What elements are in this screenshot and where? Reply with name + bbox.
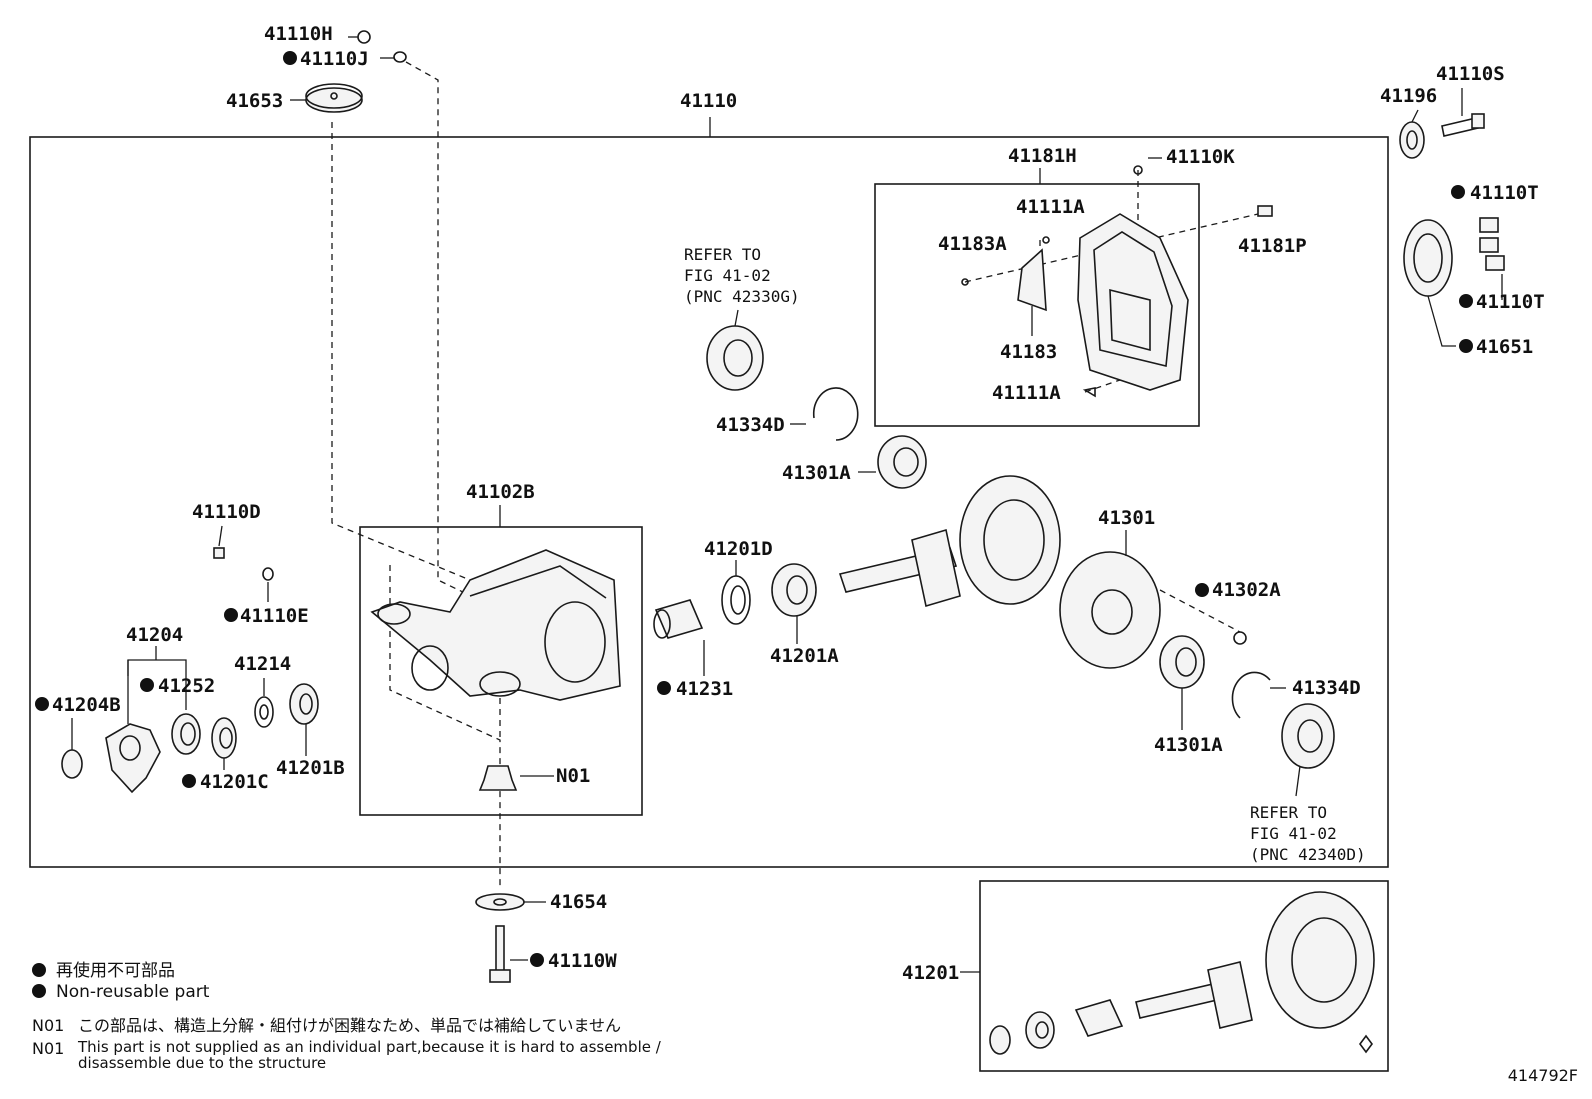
label-41301A-top: 41301A [782, 462, 851, 484]
label-41201: 41201 [902, 962, 959, 984]
legend-n01-key: N01 [32, 1016, 65, 1035]
label-41653: 41653 [226, 90, 283, 112]
label-41231: 41231 [676, 678, 733, 700]
bolt-41110W-drawing [489, 925, 528, 983]
label-41110T-top: 41110T [1470, 182, 1539, 204]
label-41651: 41651 [1476, 336, 1533, 358]
label-41334D-bottom: 41334D [1292, 677, 1361, 699]
gasket-41183-drawing [1017, 248, 1047, 336]
differential-cover-drawing [1077, 165, 1189, 391]
refer-top-line2: FIG 41-02 [684, 266, 771, 285]
bracket-41204-drawing [105, 646, 187, 794]
differential-carrier-drawing [370, 549, 621, 701]
label-41110H: 41110H [264, 23, 333, 45]
differential-case-drawing [1059, 530, 1161, 669]
ring-pinion-gear-drawing [838, 475, 1061, 608]
bearing-41201B-drawing [289, 683, 319, 756]
label-41183: 41183 [1000, 341, 1057, 363]
label-41110S: 41110S [1436, 63, 1505, 85]
label-41110E: 41110E [240, 605, 309, 627]
bearing-41201C-drawing [211, 717, 237, 770]
bolt-41110D-drawing [213, 525, 225, 559]
cover-41181H-frame [874, 183, 1200, 427]
label-41196: 41196 [1380, 85, 1437, 107]
legend-n01-en: N01 This part is not supplied as an indiv… [32, 1039, 661, 1071]
bearing-41196-drawing [1399, 109, 1425, 159]
label-41302A: 41302A [1212, 579, 1281, 601]
legend-n01-en-line2: disassemble due to the structure [78, 1054, 327, 1072]
label-41110D: 41110D [192, 501, 261, 523]
bolt-41110S-drawing [1441, 88, 1485, 137]
label-41111A-top: 41111A [1016, 196, 1085, 218]
label-41334D-top: 41334D [716, 414, 785, 436]
label-41183A: 41183A [938, 233, 1007, 255]
kit-41201-frame [979, 880, 1389, 1072]
legend-n01-en-line1: This part is not supplied as an individu… [78, 1038, 661, 1056]
figure-number: 414792F [1507, 1066, 1578, 1085]
label-N01: N01 [556, 765, 590, 787]
refer-bottom-line1: REFER TO [1250, 803, 1327, 822]
washer-41110J-drawing [380, 51, 407, 63]
bolt-41110H-drawing [348, 30, 371, 44]
cap-41204B-drawing [61, 718, 83, 779]
snap-ring-41334D-bottom-drawing [1231, 671, 1271, 719]
spacer-41231-drawing [653, 599, 705, 676]
bearing-41301A-bottom-drawing [1159, 635, 1205, 730]
legend-n01-key-en: N01 [32, 1039, 65, 1058]
filled-circle-icon [32, 984, 46, 998]
oil-seal-top-drawing [706, 309, 764, 391]
stud-N01-drawing [478, 765, 554, 791]
label-41181P: 41181P [1238, 235, 1307, 257]
label-41301: 41301 [1098, 507, 1155, 529]
legend-en-text: Non-reusable part [56, 982, 210, 1002]
label-41111A-bottom: 41111A [992, 382, 1061, 404]
label-41252: 41252 [158, 675, 215, 697]
refer-bottom-line2: FIG 41-02 [1250, 824, 1337, 843]
ring-pinion-kit-drawing [960, 891, 1375, 1055]
label-41201D: 41201D [704, 538, 773, 560]
legend-en-nonreusable: Non-reusable part [32, 982, 209, 1002]
washer-41654-drawing [475, 893, 546, 911]
carrier-41102B-frame [359, 526, 643, 816]
legend-n01-jp: N01 この部品は、構造上分解・組付けが困難なため、単品では補給していません [32, 1012, 621, 1036]
cushion-41653-drawing [290, 83, 363, 113]
bearing-41201A-drawing [771, 563, 817, 644]
refer-top-line1: REFER TO [684, 245, 761, 264]
label-41201B: 41201B [276, 757, 345, 779]
seal-41252-drawing [171, 713, 201, 755]
label-41102B: 41102B [466, 481, 535, 503]
legend-jp-nonreusable: 再使用不可部品 [32, 956, 175, 981]
washer-41110E-drawing [262, 567, 274, 602]
label-41204: 41204 [126, 624, 183, 646]
pin-41302A-drawing [1233, 631, 1247, 645]
legend-jp-text: 再使用不可部品 [56, 961, 175, 981]
label-41301A-bottom: 41301A [1154, 734, 1223, 756]
bolts-41110T-drawing [1479, 217, 1505, 300]
washer-41201D-drawing [721, 560, 751, 625]
filled-circle-icon [32, 963, 46, 977]
label-41110J: 41110J [300, 48, 369, 70]
washer-41214-drawing [254, 678, 274, 728]
label-41110W: 41110W [548, 950, 617, 972]
label-41201C: 41201C [200, 771, 269, 793]
label-41214: 41214 [234, 653, 291, 675]
snap-ring-41334D-top-drawing [812, 387, 859, 441]
bearing-41301A-top-drawing [858, 435, 927, 489]
label-41110T-bottom: 41110T [1476, 291, 1545, 313]
label-41110: 41110 [680, 90, 737, 112]
label-41181H: 41181H [1008, 145, 1077, 167]
label-41654: 41654 [550, 891, 607, 913]
refer-bottom-line3: (PNC 42340D) [1250, 845, 1366, 864]
legend-n01-en-text: This part is not supplied as an individu… [78, 1039, 661, 1071]
oil-seal-bottom-drawing [1281, 703, 1335, 797]
assembly-41110-frame [29, 136, 1389, 868]
label-41201A: 41201A [770, 645, 839, 667]
label-41110K: 41110K [1166, 146, 1235, 168]
flange-41651-drawing [1403, 219, 1456, 347]
legend-n01-jp-text: この部品は、構造上分解・組付けが困難なため、単品では補給していません [78, 1016, 622, 1035]
label-41204B: 41204B [52, 694, 121, 716]
refer-top-line3: (PNC 42330G) [684, 287, 800, 306]
